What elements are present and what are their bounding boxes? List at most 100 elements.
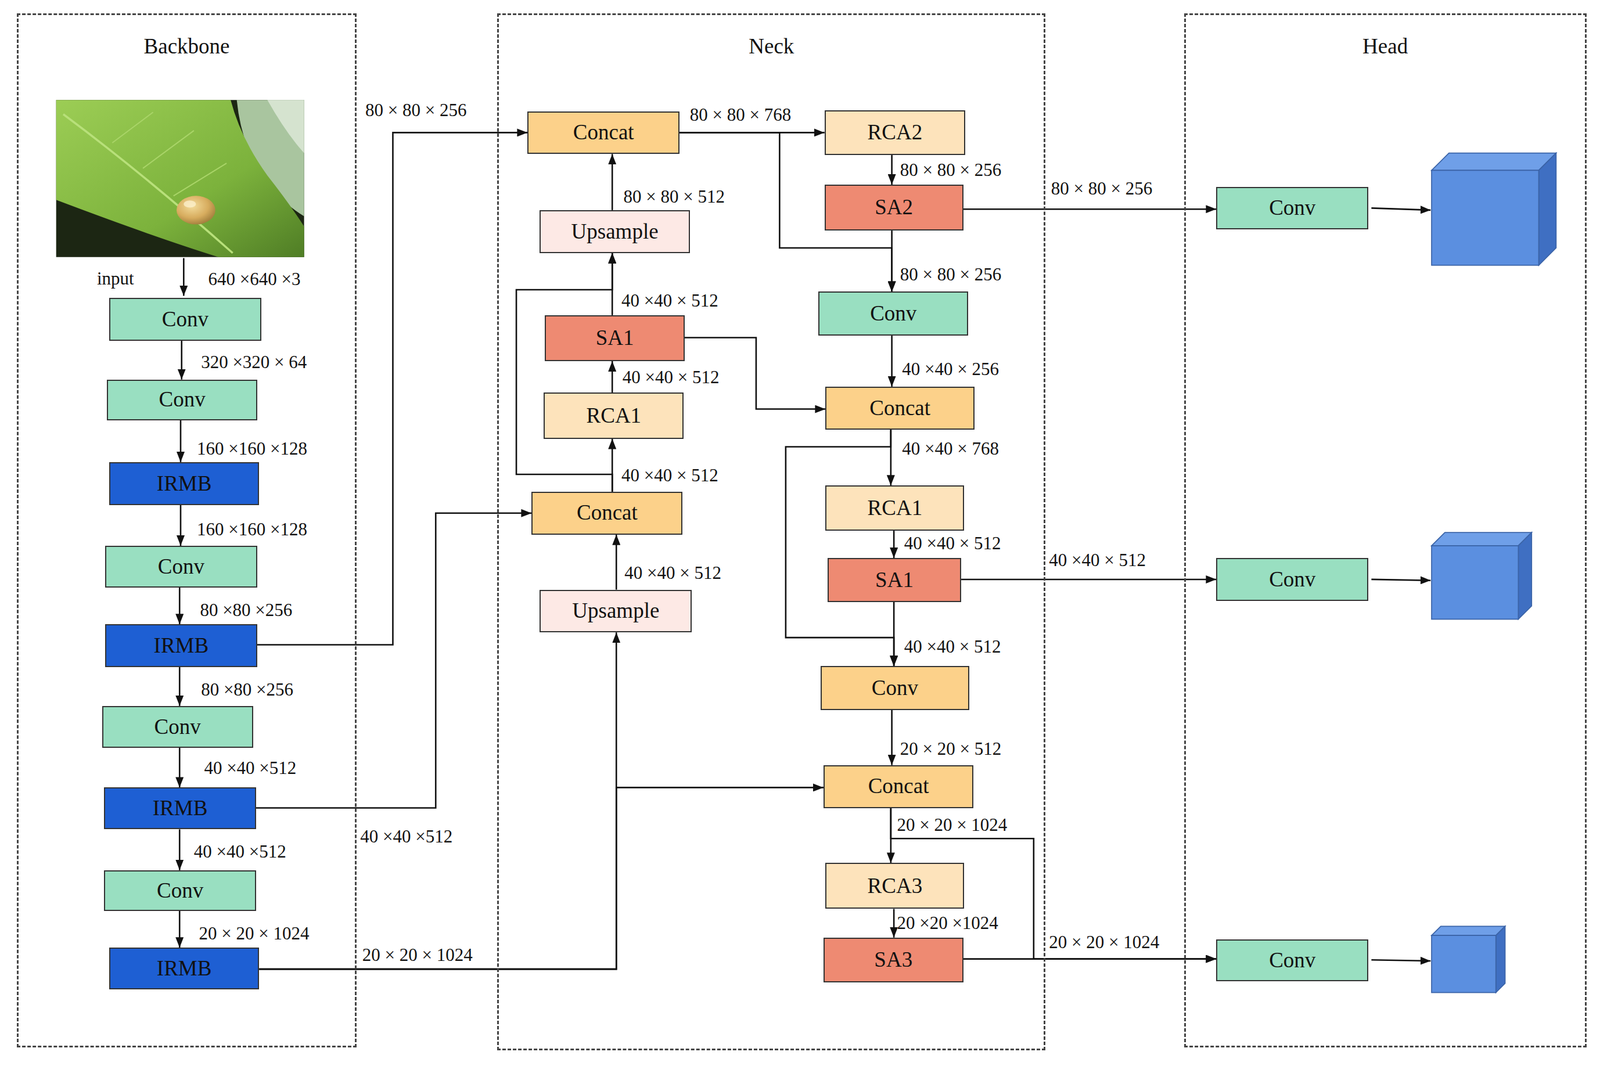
tensor-size: 20 × 20 × 1024 (896, 815, 1008, 836)
block-name: Conv (157, 554, 205, 580)
tensor-size: 20 × 20 × 512 (900, 739, 1002, 760)
block-name: RCA3 (867, 874, 923, 900)
tensor-size: 40 ×40 × 512 (1048, 550, 1146, 571)
tensor-size: 80 × 80 × 768 (689, 105, 791, 125)
conv-block: Conv (820, 666, 970, 711)
block-name: SA1 (595, 325, 635, 351)
cube-front (1431, 545, 1519, 620)
connector-arrow (961, 579, 1217, 581)
block-name: SA3 (874, 947, 913, 973)
block-name: SA1 (875, 567, 914, 593)
cube-top (1431, 926, 1505, 936)
tensor-size: 40 ×40 × 512 (621, 290, 719, 311)
block-name: Conv (156, 878, 204, 904)
attention-block: RCA1 (543, 392, 684, 439)
connector-arrow (890, 710, 893, 766)
region-panel: HeadConvConvConv (1185, 15, 1585, 1046)
connector-arrow (178, 748, 181, 789)
cube-top (1431, 153, 1556, 171)
upsample-block: Upsample (539, 590, 692, 634)
block-name: Conv (1268, 948, 1316, 974)
conv-block: Conv (1216, 558, 1369, 602)
block-name: Conv (162, 307, 209, 333)
output-cube (1431, 153, 1556, 266)
block-name: IRMB (156, 956, 212, 982)
attention-block: SA2 (824, 184, 964, 231)
tensor-size: 20 × 20 × 1024 (199, 923, 310, 944)
tensor-size: 80 × 80 × 256 (900, 264, 1002, 285)
connector-arrow (890, 335, 893, 387)
connector-arrow (893, 908, 895, 938)
leaf-photo (56, 99, 305, 258)
block-name: IRMB (153, 633, 210, 659)
block-name: Concat (868, 774, 930, 800)
section-title: Head (1362, 34, 1408, 60)
conv-block: Conv (1216, 187, 1369, 230)
connector-arrow (178, 587, 181, 625)
input-label: input (96, 268, 135, 289)
attention-block: SA1 (544, 315, 685, 362)
connector-arrow (259, 787, 824, 970)
connector-arrow (611, 153, 614, 211)
tensor-size: 320 ×320 × 64 (200, 352, 307, 373)
block-name: Conv (154, 714, 201, 740)
irmb-block: IRMB (109, 947, 260, 990)
connector-arrow (178, 911, 181, 948)
cube-front (1431, 170, 1539, 265)
tensor-size: 160 ×160 ×128 (196, 439, 308, 459)
front-leaf (56, 99, 305, 258)
tensor-size: 40 ×40 × 512 (904, 533, 1002, 554)
section-title: Backbone (144, 34, 230, 60)
output-cube (1431, 926, 1505, 993)
block-name: Conv (1268, 195, 1316, 221)
tensor-size: 80 × 80 × 512 (623, 187, 725, 207)
connector-arrow (256, 513, 532, 809)
connector-arrow (893, 602, 895, 667)
cube-side (1496, 926, 1506, 993)
tensor-size: 640 ×640 ×3 (207, 269, 301, 290)
connector-arrow (516, 253, 613, 492)
conv-block: Conv (109, 297, 262, 341)
conv-block: Conv (102, 706, 254, 749)
block-name: Conv (159, 387, 206, 413)
tensor-size: 80 ×80 ×256 (200, 680, 294, 700)
block-name: IRMB (152, 796, 208, 822)
block-name: SA2 (874, 195, 913, 221)
connector-arrow (611, 253, 614, 316)
output-cube (1431, 532, 1532, 620)
tensor-size: 40 ×40 × 512 (904, 637, 1002, 657)
concat-block: Concat (531, 491, 683, 535)
input-arrow (182, 258, 185, 297)
connector-arrow (178, 829, 181, 870)
connector-arrow (785, 429, 894, 667)
leaf-vein (112, 112, 227, 196)
conv-block: Conv (106, 379, 257, 421)
cube-front (1431, 935, 1497, 993)
connector-arrow (963, 208, 1217, 211)
tensor-size: 80 × 80 × 256 (365, 100, 467, 121)
output-arrow (1371, 960, 1431, 962)
conv-block: Conv (103, 870, 257, 912)
tensor-size: 40 ×40 × 512 (621, 465, 719, 486)
upsample-block: Upsample (539, 210, 690, 254)
section-title: Neck (748, 34, 794, 60)
leaf-highlight (267, 99, 304, 153)
tensor-size: 20 × 20 × 1024 (362, 945, 473, 966)
tensor-size: 20 × 20 × 1024 (1048, 932, 1160, 953)
attention-block: RCA2 (824, 110, 966, 156)
connector-arrow (178, 667, 181, 707)
tensor-size: 40 ×40 ×512 (193, 842, 287, 862)
cube-side (1518, 532, 1532, 620)
block-name: Conv (869, 301, 917, 327)
block-name: RCA2 (867, 120, 923, 146)
output-arrow (1371, 579, 1431, 581)
tensor-size: 80 ×80 ×256 (199, 600, 293, 621)
conv-block: Conv (105, 545, 258, 588)
block-name: Conv (1268, 567, 1316, 593)
connector-arrow (259, 632, 617, 970)
block-name: Upsample (571, 219, 659, 245)
concat-block: Concat (823, 765, 974, 809)
block-name: Concat (576, 500, 638, 526)
